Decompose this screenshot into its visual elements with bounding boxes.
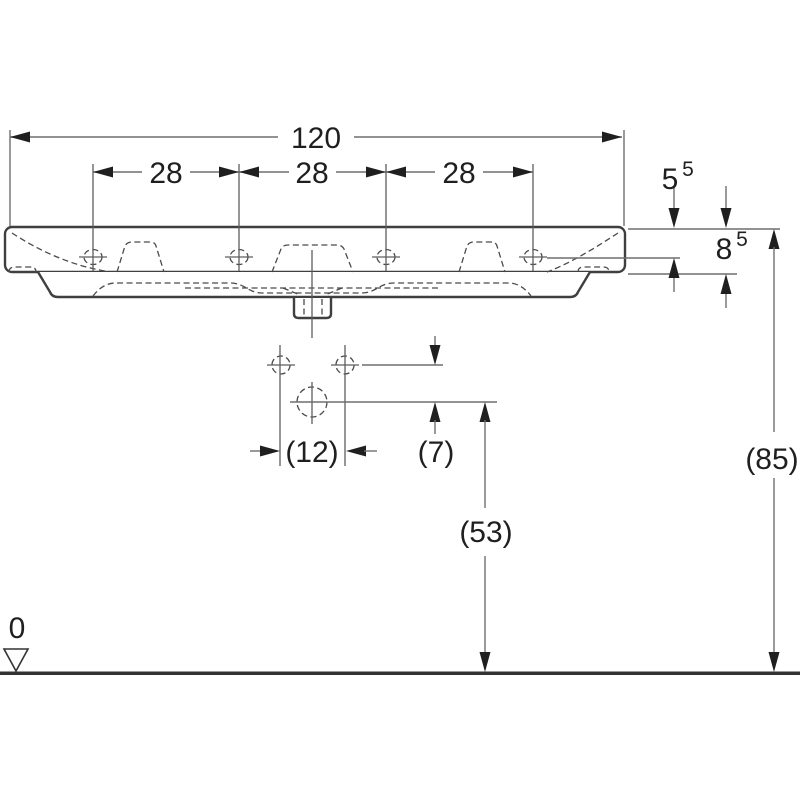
arrow-up-icon [668,258,680,278]
bowl-right-wall-dashed [546,232,619,273]
dimension-fixing-spacing: (12) [250,436,377,469]
arrow-down-icon [479,652,491,672]
basin-outline [3,225,627,320]
basin-rim-band [3,225,627,274]
dim-label-5-sup: 5 [682,158,694,181]
dim-label-120: 120 [291,122,341,155]
arrow-up-icon [429,402,441,422]
arrow-down-icon [768,652,780,672]
tap-hole-marks [79,164,547,271]
overflow-tower-dashed [271,244,354,273]
dimension-tap-spacing: 28 28 28 [93,157,533,190]
arrow-left-icon [10,131,30,143]
arrow-left-icon [386,166,406,178]
arrow-up-icon [720,274,732,294]
dimension-rim-details: 5 5 8 5 [547,158,780,308]
dimension-trap-height: (53) [459,402,513,672]
right-rim-step-dashed [577,266,610,273]
fixing-hole-extension-lines [279,345,346,466]
dimension-rim-height: (85) [745,229,799,672]
floor-and-datum: 0 [0,612,800,675]
extension-lines-120 [9,130,625,226]
arrow-up-icon [479,402,491,422]
dim-label-8: 8 [716,233,733,266]
dim-label-8-sup: 5 [736,228,748,251]
tap-hole-centerlines [92,164,534,271]
datum-zero-label: 0 [9,612,26,645]
bowl-bottom-dashed [92,282,532,297]
dim-label-5: 5 [662,163,679,196]
dimension-total-width: 120 [9,122,625,226]
dim-label-28-left: 28 [149,157,182,190]
dim-label-53: (53) [459,516,512,549]
dim-label-12: (12) [285,436,338,469]
dim-label-28-right: 28 [442,157,475,190]
dim-label-7: (7) [418,436,455,469]
arrow-down-icon [429,345,441,365]
deck-hump-left-dashed [116,241,165,273]
arrow-left-icon [93,166,113,178]
arrow-up-icon [768,229,780,249]
left-rim-step-dashed [8,266,37,273]
dimension-fixing-to-trap: (7) [290,336,497,469]
arrow-left-icon [239,166,259,178]
dim-label-85: (85) [745,443,798,476]
datum-triangle-icon [2,648,30,673]
deck-hump-right-dashed [458,241,506,273]
arrow-right-icon [513,166,533,178]
arrow-down-icon [668,208,680,228]
arrow-right-icon [260,445,280,457]
drain-slope-right-dashed [324,287,343,296]
arrow-down-icon [720,208,732,228]
fixing-and-trap [267,250,359,466]
basin-lower-body [36,271,592,299]
arrow-right-icon [366,166,386,178]
arrow-right-icon [602,131,622,143]
dim-label-28-center: 28 [295,157,328,190]
arrow-left-icon [346,445,366,457]
arrow-right-icon [219,166,239,178]
drain-slope-left-dashed [282,287,301,296]
floor-line [0,671,800,675]
bowl-left-wall-dashed [11,232,106,272]
